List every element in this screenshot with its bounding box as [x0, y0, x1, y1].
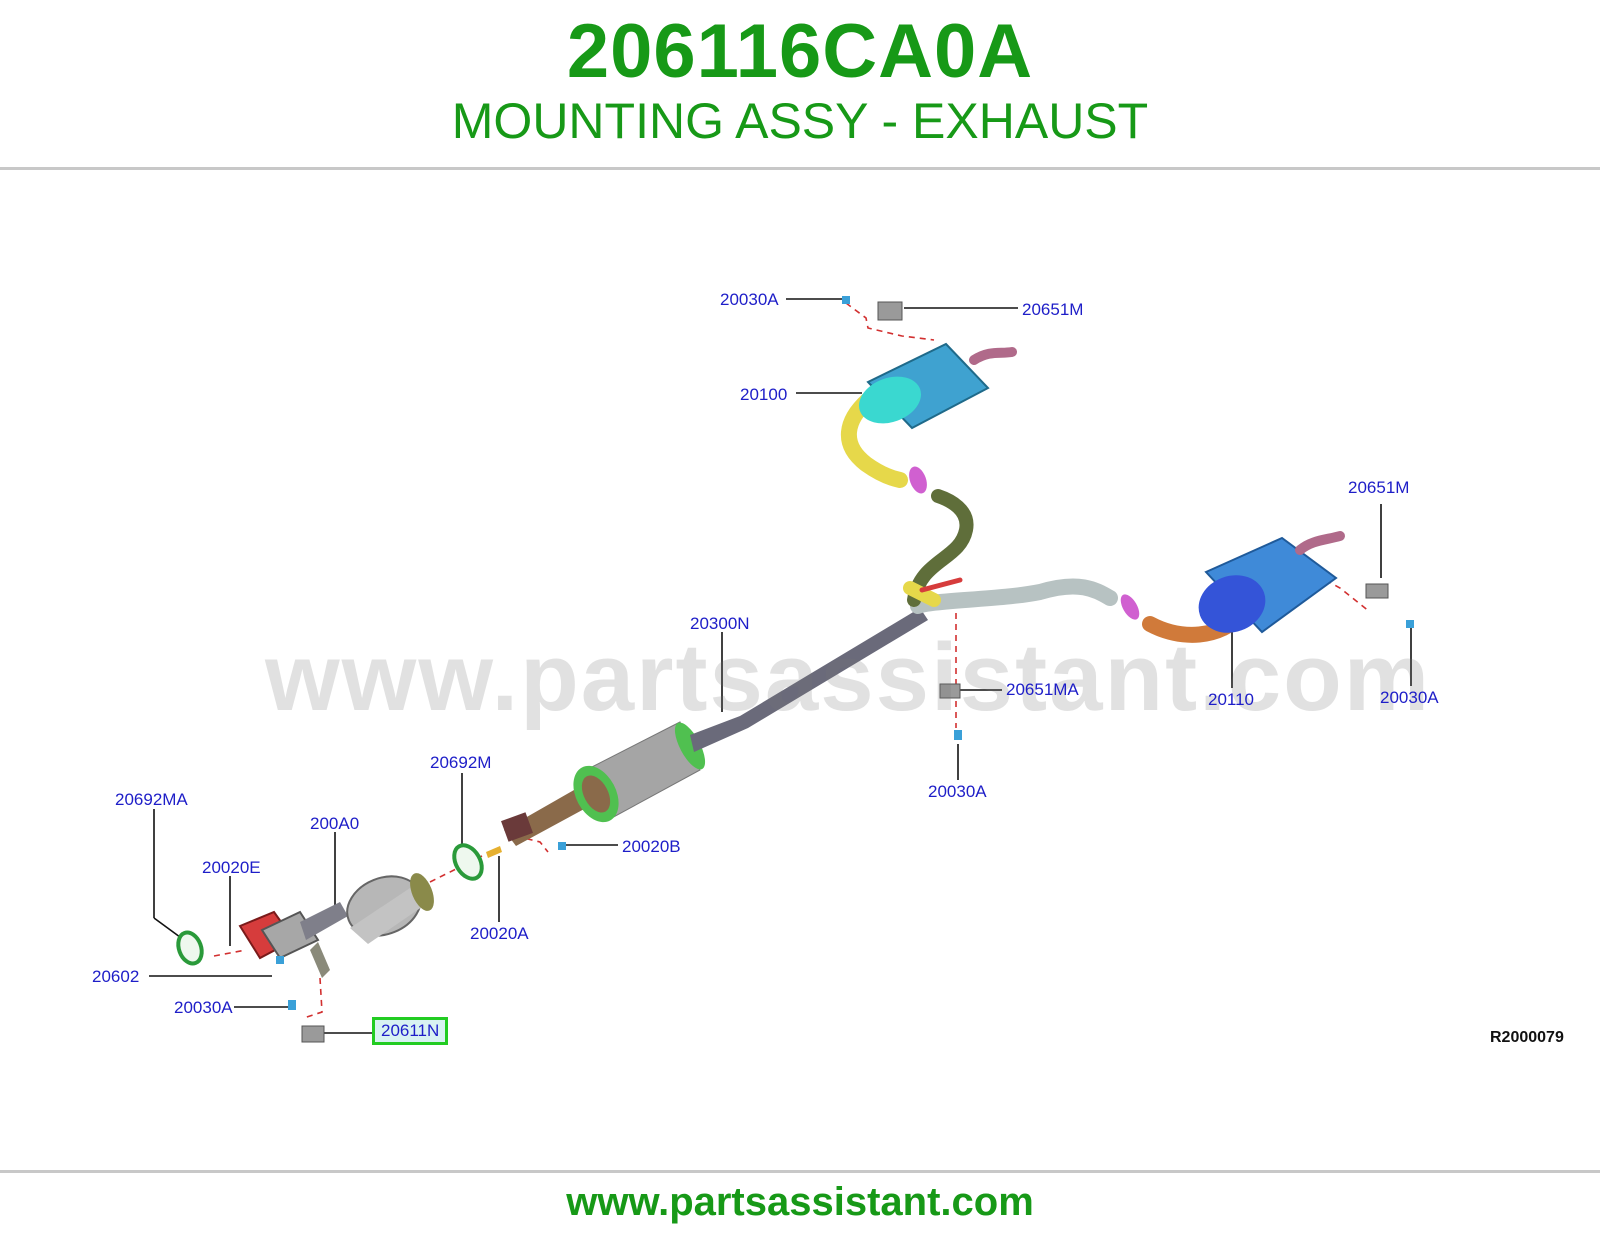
leader-lines [149, 298, 1412, 1034]
y-pipe-shape [903, 489, 1118, 614]
part-title: MOUNTING ASSY - EXHAUST [451, 93, 1149, 149]
callout-label[interactable]: 20030A [928, 782, 987, 801]
callout-label[interactable]: 20300N [690, 614, 750, 633]
callout-label[interactable]: 20020B [622, 837, 681, 856]
right-muffler-shape [1120, 531, 1414, 643]
page-header: 206116CA0A MOUNTING ASSY - EXHAUST [0, 0, 1600, 170]
footer-divider [0, 1170, 1600, 1173]
callout-label[interactable]: 20100 [740, 385, 788, 404]
callout-label[interactable]: 20020A [470, 924, 529, 943]
reference-code: R2000079 [1490, 1029, 1564, 1046]
callout-label[interactable]: 20110 [1208, 690, 1255, 709]
callout-label[interactable]: 20030A [174, 998, 233, 1017]
callout-label[interactable]: 20692M [430, 753, 492, 772]
callout-label[interactable]: 20020E [202, 858, 261, 877]
catalytic-converter-shape [176, 843, 502, 978]
watermark-text: www.partsassistant.com [265, 624, 1432, 731]
highlighted-part-callout[interactable]: 20611N [372, 1017, 449, 1045]
brackets-and-bolts [276, 683, 962, 1043]
callout-label[interactable]: 20602 [92, 967, 140, 986]
resonator-shape [501, 608, 928, 846]
left-muffler-shape [841, 296, 1017, 494]
callout-label[interactable]: 20692MA [115, 790, 188, 809]
callout-label[interactable]: 20651MA [1006, 680, 1079, 699]
callout-label[interactable]: 20651M [1022, 300, 1084, 319]
callout-label[interactable]: 20030A [1380, 688, 1439, 707]
callout-label[interactable]: 20030A [720, 290, 779, 309]
callout-label[interactable]: 200A0 [310, 814, 360, 833]
part-number: 206116CA0A [566, 9, 1034, 94]
footer-url-link[interactable]: www.partsassistant.com [566, 1180, 1034, 1224]
callout-label[interactable]: 20651M [1348, 478, 1410, 497]
header-divider [0, 167, 1600, 170]
